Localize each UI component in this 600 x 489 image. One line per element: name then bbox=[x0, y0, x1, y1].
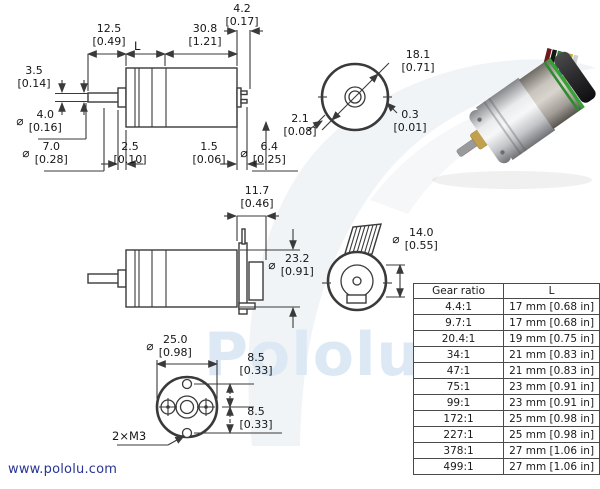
cell-length: 21 mm [0.83 in] bbox=[503, 362, 600, 379]
cell-length: 19 mm [0.75 in] bbox=[503, 330, 600, 347]
dim-boss-diameter: ⌀ 6.4[0.25] bbox=[240, 140, 286, 166]
pololu-text-watermark: Pololu bbox=[204, 320, 421, 390]
dim-boss-length: 1.5[0.06] bbox=[192, 140, 226, 166]
dim-hub-diameter: ⌀ 7.0[0.28] bbox=[22, 140, 68, 166]
cell-length: 23 mm [0.91 in] bbox=[503, 378, 600, 395]
motor-body-render bbox=[456, 51, 596, 164]
side-view-top bbox=[38, 27, 323, 172]
dim-flat-offset: 0.3[0.01] bbox=[393, 108, 427, 134]
cell-ratio: 20.4:1 bbox=[412, 330, 505, 347]
rear-face-view bbox=[313, 62, 398, 132]
cell-ratio: 99:1 bbox=[412, 394, 505, 411]
dim-mount-thread-callout: 2×M3 bbox=[112, 429, 147, 443]
dim-gearbox-face-diameter: ⌀ 25.0[0.98] bbox=[146, 333, 192, 359]
photo-shadow bbox=[432, 171, 592, 189]
cell-ratio: 172:1 bbox=[412, 410, 505, 427]
dim-can-diagonal: 18.1[0.71] bbox=[401, 48, 435, 74]
dim-flat-depth: 2.1[0.08] bbox=[283, 112, 317, 138]
cell-length: 25 mm [0.98 in] bbox=[503, 410, 600, 427]
cell-ratio: 47:1 bbox=[412, 362, 505, 379]
rear-view-with-encoder bbox=[322, 223, 405, 312]
dim-encoder-hub-diameter: ⌀ 14.0[0.55] bbox=[392, 226, 438, 252]
cell-ratio: 227:1 bbox=[412, 426, 505, 443]
cell-ratio: 9.7:1 bbox=[412, 314, 505, 331]
cell-length: 21 mm [0.83 in] bbox=[503, 346, 600, 363]
dim-motor-diameter: ⌀ 23.2[0.91] bbox=[268, 252, 314, 278]
cell-ratio: 378:1 bbox=[412, 442, 505, 459]
side-view-with-encoder bbox=[87, 212, 300, 328]
cell-length: 25 mm [0.98 in] bbox=[503, 426, 600, 443]
dim-terminal-length: 4.2[0.17] bbox=[225, 2, 259, 28]
dim-shaft-length: 12.5[0.49] bbox=[92, 22, 126, 48]
cell-length: 27 mm [1.06 in] bbox=[503, 458, 600, 475]
table-header-row: Gear ratio L bbox=[412, 283, 600, 299]
cell-length: 23 mm [0.91 in] bbox=[503, 394, 600, 411]
dim-mount-hole-spacing-top: 8.5[0.33] bbox=[239, 351, 273, 377]
front-face-view bbox=[117, 360, 282, 446]
cell-length: 17 mm [0.68 in] bbox=[503, 298, 600, 315]
cell-length: 27 mm [1.06 in] bbox=[503, 442, 600, 459]
dim-gearbox-length-L: L bbox=[134, 39, 141, 53]
dim-encoder-protrusion: 11.7[0.46] bbox=[240, 184, 274, 210]
cell-ratio: 499:1 bbox=[412, 458, 505, 475]
cell-ratio: 75:1 bbox=[412, 378, 505, 395]
dim-shaft-diameter: ⌀ 4.0[0.16] bbox=[16, 108, 62, 134]
dim-mount-hole-spacing-bottom: 8.5[0.33] bbox=[239, 405, 273, 431]
dim-motor-length: 30.8[1.21] bbox=[188, 22, 222, 48]
header-gear-ratio: Gear ratio bbox=[412, 283, 505, 299]
cell-ratio: 4.4:1 bbox=[412, 298, 505, 315]
dim-shaft-flat-height: 3.5[0.14] bbox=[17, 64, 51, 90]
cell-ratio: 34:1 bbox=[412, 346, 505, 363]
dim-hub-length: 2.5[0.10] bbox=[113, 140, 147, 166]
pololu-site-watermark: www.pololu.com bbox=[8, 462, 118, 477]
header-length-L: L bbox=[503, 283, 600, 299]
cell-length: 17 mm [0.68 in] bbox=[503, 314, 600, 331]
